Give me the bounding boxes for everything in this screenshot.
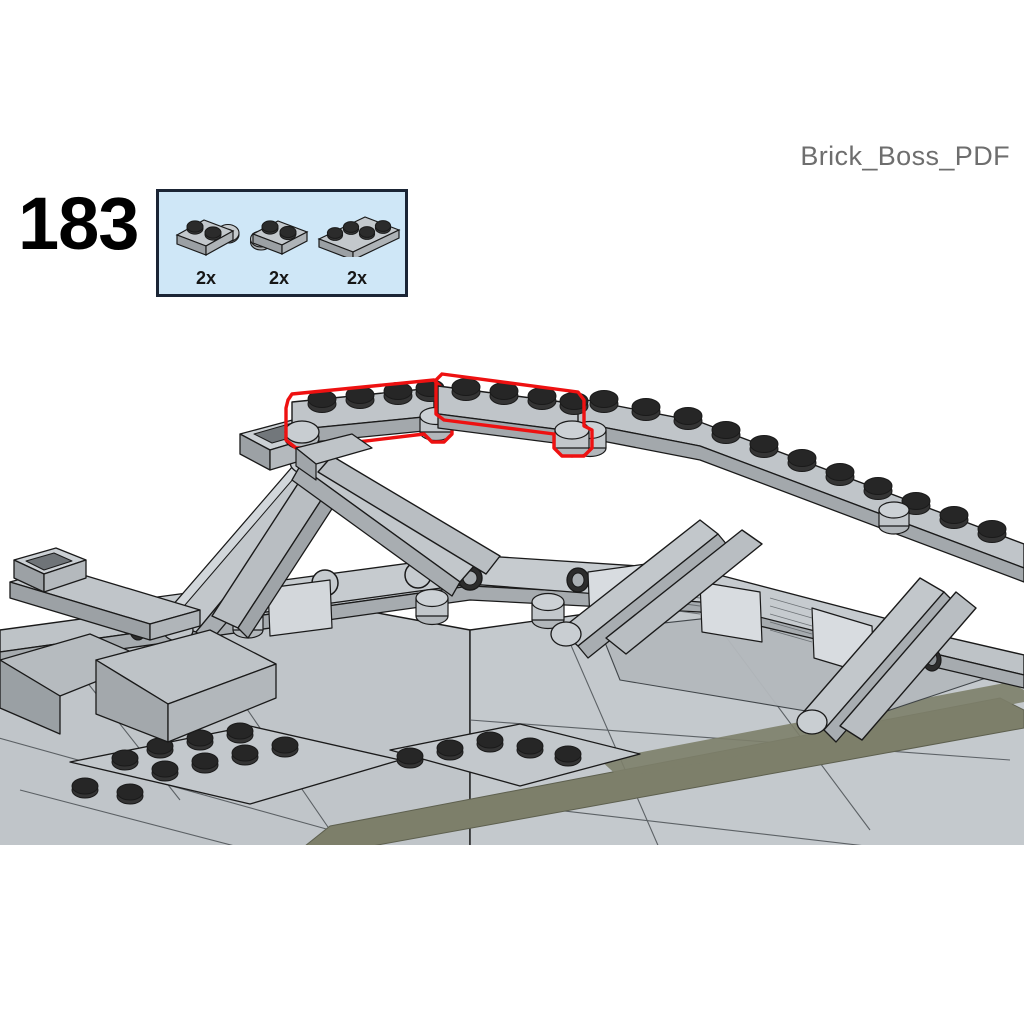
studded-plate-field-right xyxy=(389,723,641,787)
highlight-outline-right xyxy=(434,372,594,458)
part-quantity-2: 2x xyxy=(346,268,368,288)
part-quantity-1: 2x xyxy=(268,268,290,288)
part-entry-0: 2x xyxy=(167,219,245,288)
part-entry-1: 2x xyxy=(243,220,315,288)
apex-joint xyxy=(295,433,373,481)
left-outrigger xyxy=(0,547,201,735)
model-illustration xyxy=(0,330,1024,850)
highlighted-plates-left xyxy=(284,378,454,450)
part-quantity-0: 2x xyxy=(195,268,217,288)
top-rail-right xyxy=(565,390,1024,583)
support-arm-center-right xyxy=(317,455,501,575)
support-arm-right-inner xyxy=(605,529,763,655)
parts-callout-box: 2x xyxy=(156,189,408,297)
left-wedge-block xyxy=(95,629,277,743)
part-icon-plate-1x2-with-click-hinge-socket xyxy=(171,211,245,262)
highlighted-plates-right xyxy=(434,372,594,458)
support-arm-right-far-inner xyxy=(839,591,977,741)
hinge-knuckle-right-lower xyxy=(550,621,582,647)
part-entry-2: 2x xyxy=(311,216,403,288)
watermark-text: Brick_Boss_PDF xyxy=(800,141,1010,171)
part-icon-plate-1x4 xyxy=(313,209,405,262)
hinge-knuckle-right-far xyxy=(796,709,828,735)
part-icon-plate-1x2-with-hinge-plug xyxy=(247,211,315,262)
step-number: 183 xyxy=(18,182,139,265)
